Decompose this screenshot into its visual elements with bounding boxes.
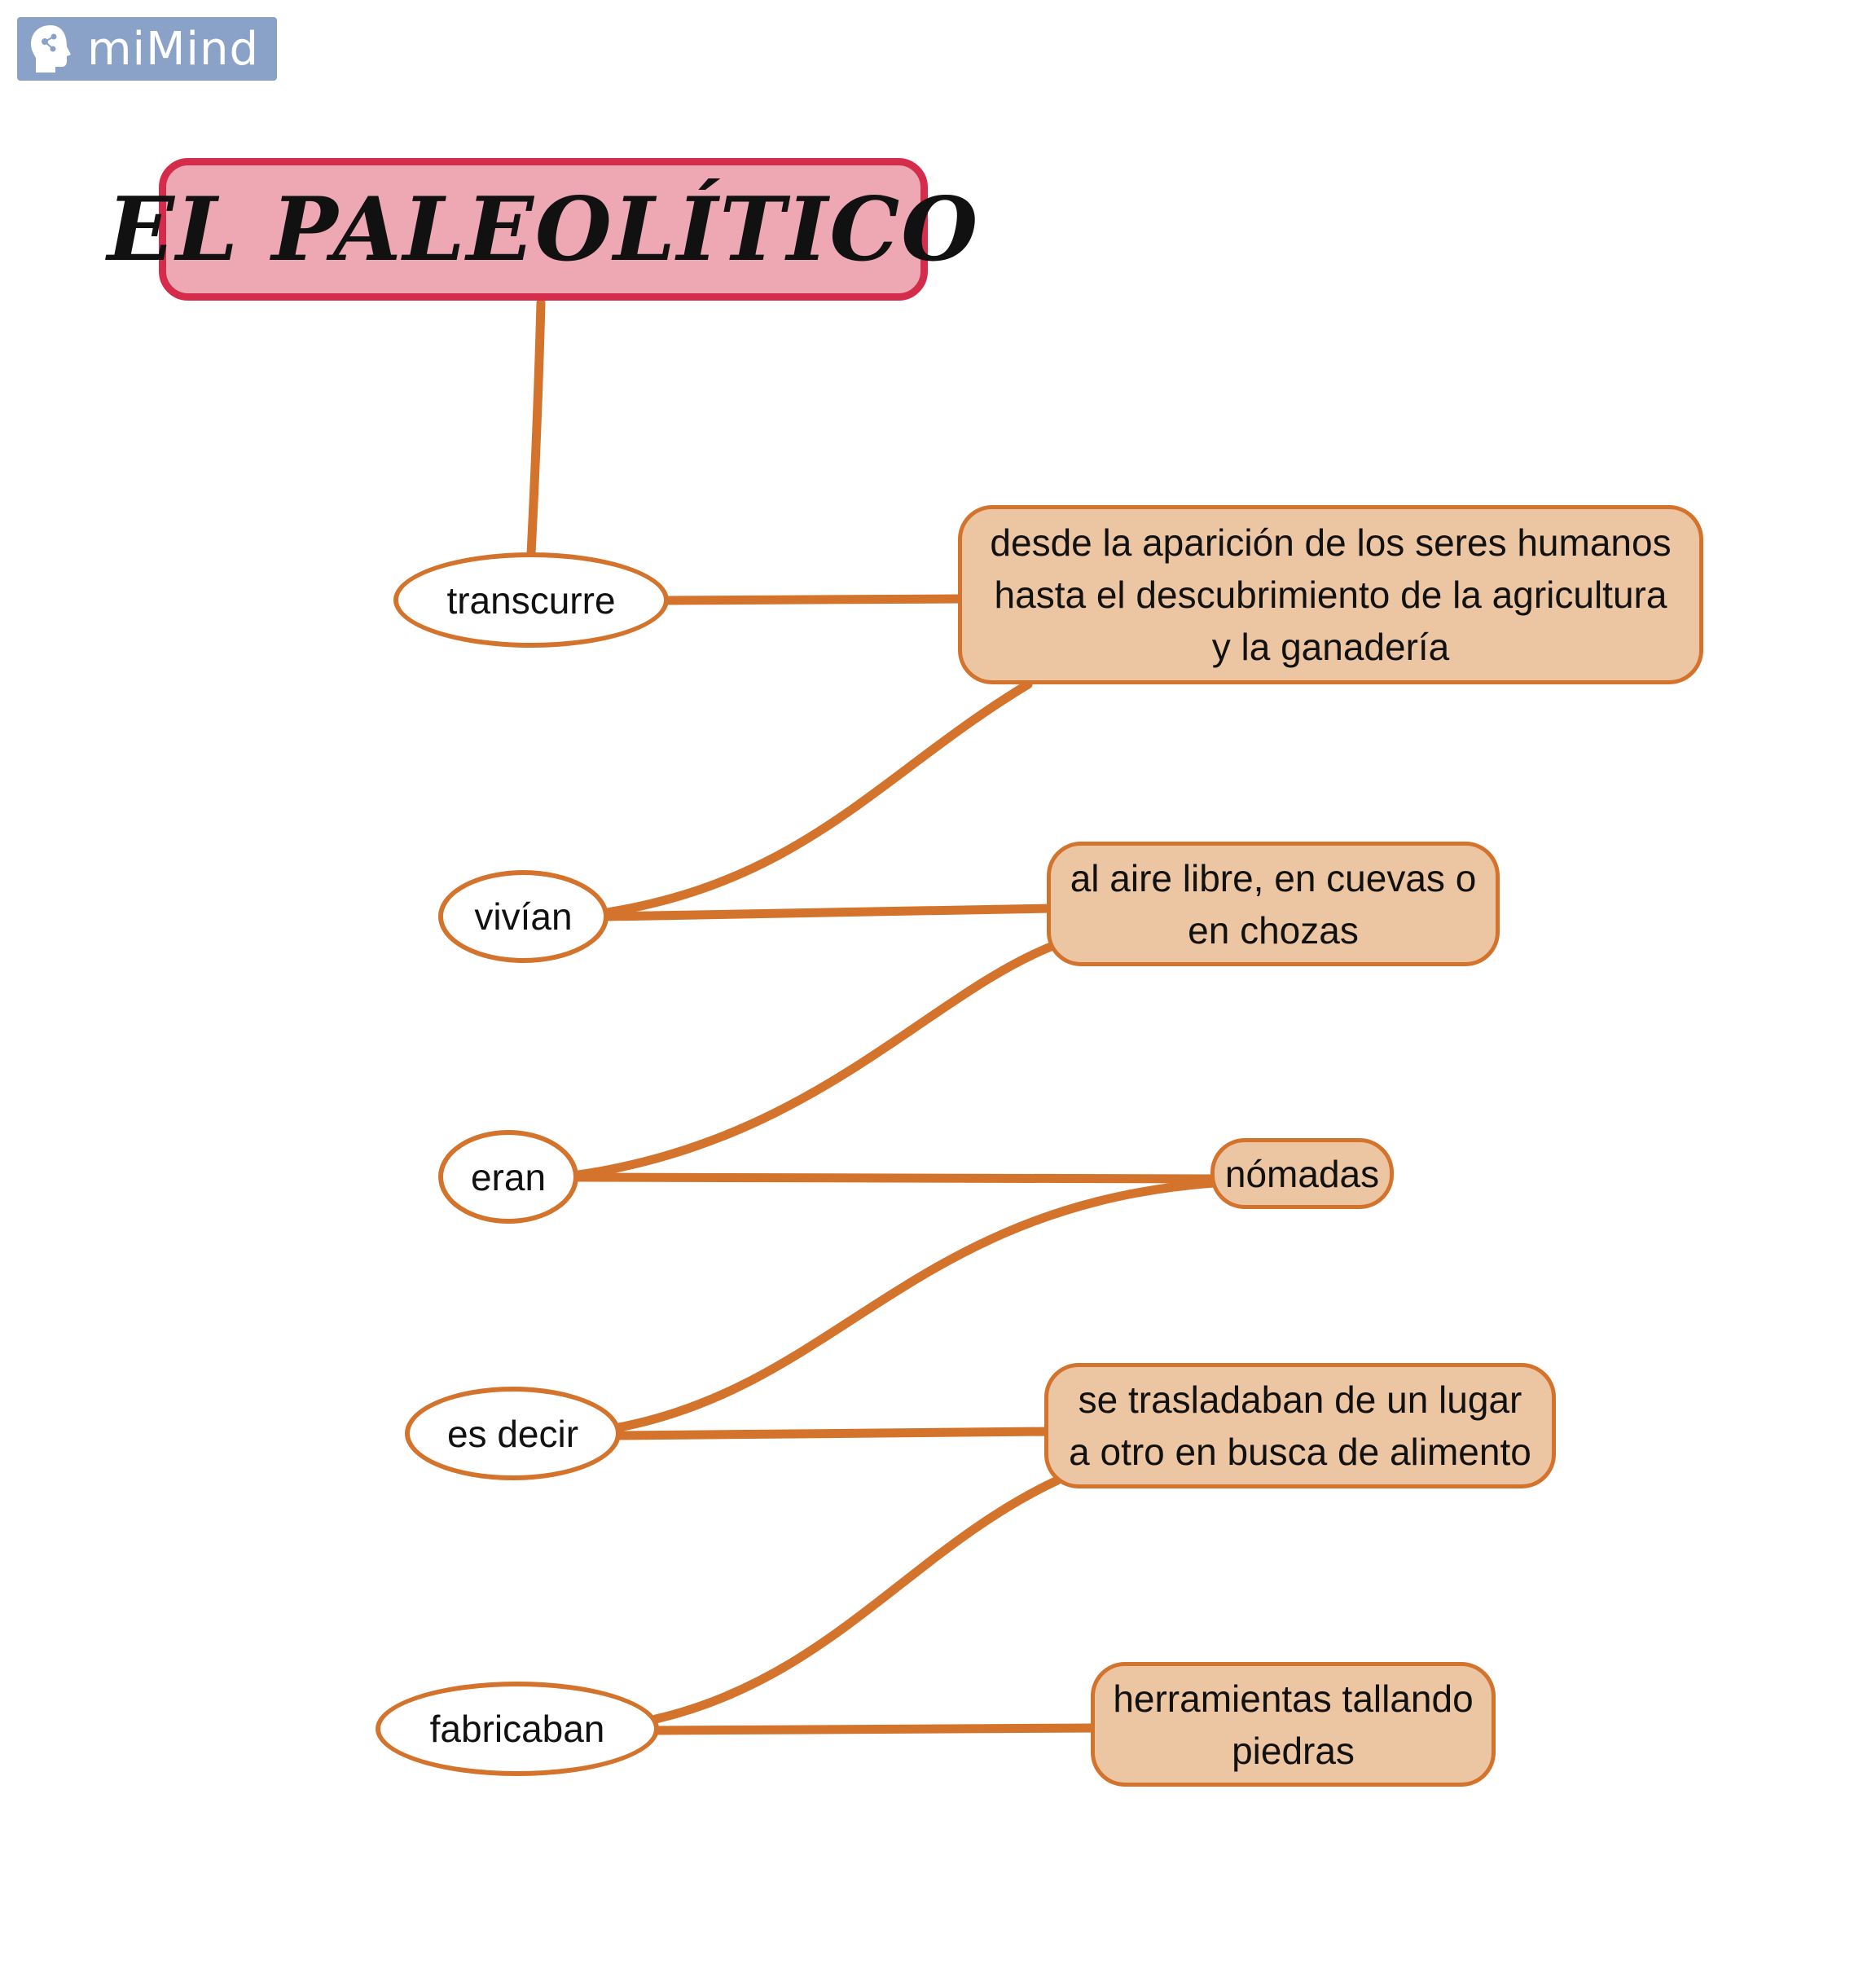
concept-text: se trasladaban de un lugar a otro en bus… — [1069, 1378, 1531, 1473]
title-node[interactable]: EL PALEOLÍTICO — [108, 158, 978, 301]
edge-transcurre-aparicion — [661, 594, 966, 605]
connector-vivian[interactable]: vivían — [438, 870, 608, 963]
connector-fabricaban[interactable]: fabricaban — [376, 1682, 659, 1776]
mimind-logo: miMind — [17, 17, 277, 81]
concept-text: nómadas — [1224, 1152, 1380, 1195]
concept-text: al aire libre, en cuevas o en chozas — [1070, 856, 1477, 952]
edge-trasladaban-fabricaban — [651, 1475, 1062, 1724]
edge-eran-nomadas — [573, 1172, 1219, 1184]
connector-transcurre[interactable]: transcurre — [393, 552, 669, 648]
concept-nomadas[interactable]: nómadas — [1210, 1138, 1394, 1209]
concept-trasladaban[interactable]: se trasladaban de un lugar a otro en bus… — [1044, 1363, 1556, 1488]
edge-airelibre-eran — [573, 940, 1060, 1180]
title-text: EL PALEOLÍTICO — [107, 178, 980, 281]
connector-es-decir[interactable]: es decir — [405, 1387, 621, 1480]
connector-label: vivían — [474, 895, 573, 938]
edge-title-transcurre — [526, 298, 546, 559]
edge-fabricaban-herramientas — [651, 1723, 1100, 1735]
concept-text: desde la aparición de los seres humanos … — [990, 521, 1672, 668]
connector-eran[interactable]: eran — [438, 1130, 578, 1224]
concept-aparicion[interactable]: desde la aparición de los seres humanos … — [958, 505, 1703, 684]
connector-label: es decir — [446, 1412, 579, 1455]
edge-aparicion-vivian — [602, 679, 1033, 917]
edge-esdecir-trasladaban — [614, 1427, 1056, 1440]
concept-aire-libre[interactable]: al aire libre, en cuevas o en chozas — [1047, 842, 1500, 966]
connector-label: transcurre — [446, 578, 616, 622]
concept-herramientas[interactable]: herramientas tallando piedras — [1091, 1662, 1496, 1787]
edge-nomadas-esdecir — [614, 1178, 1219, 1432]
logo-text: miMind — [87, 22, 260, 76]
connector-label: eran — [470, 1155, 547, 1198]
edge-vivian-airelibre — [602, 904, 1056, 921]
head-icon — [31, 25, 71, 73]
connector-label: fabricaban — [429, 1708, 605, 1750]
concept-text: herramientas tallando piedras — [1113, 1677, 1474, 1772]
